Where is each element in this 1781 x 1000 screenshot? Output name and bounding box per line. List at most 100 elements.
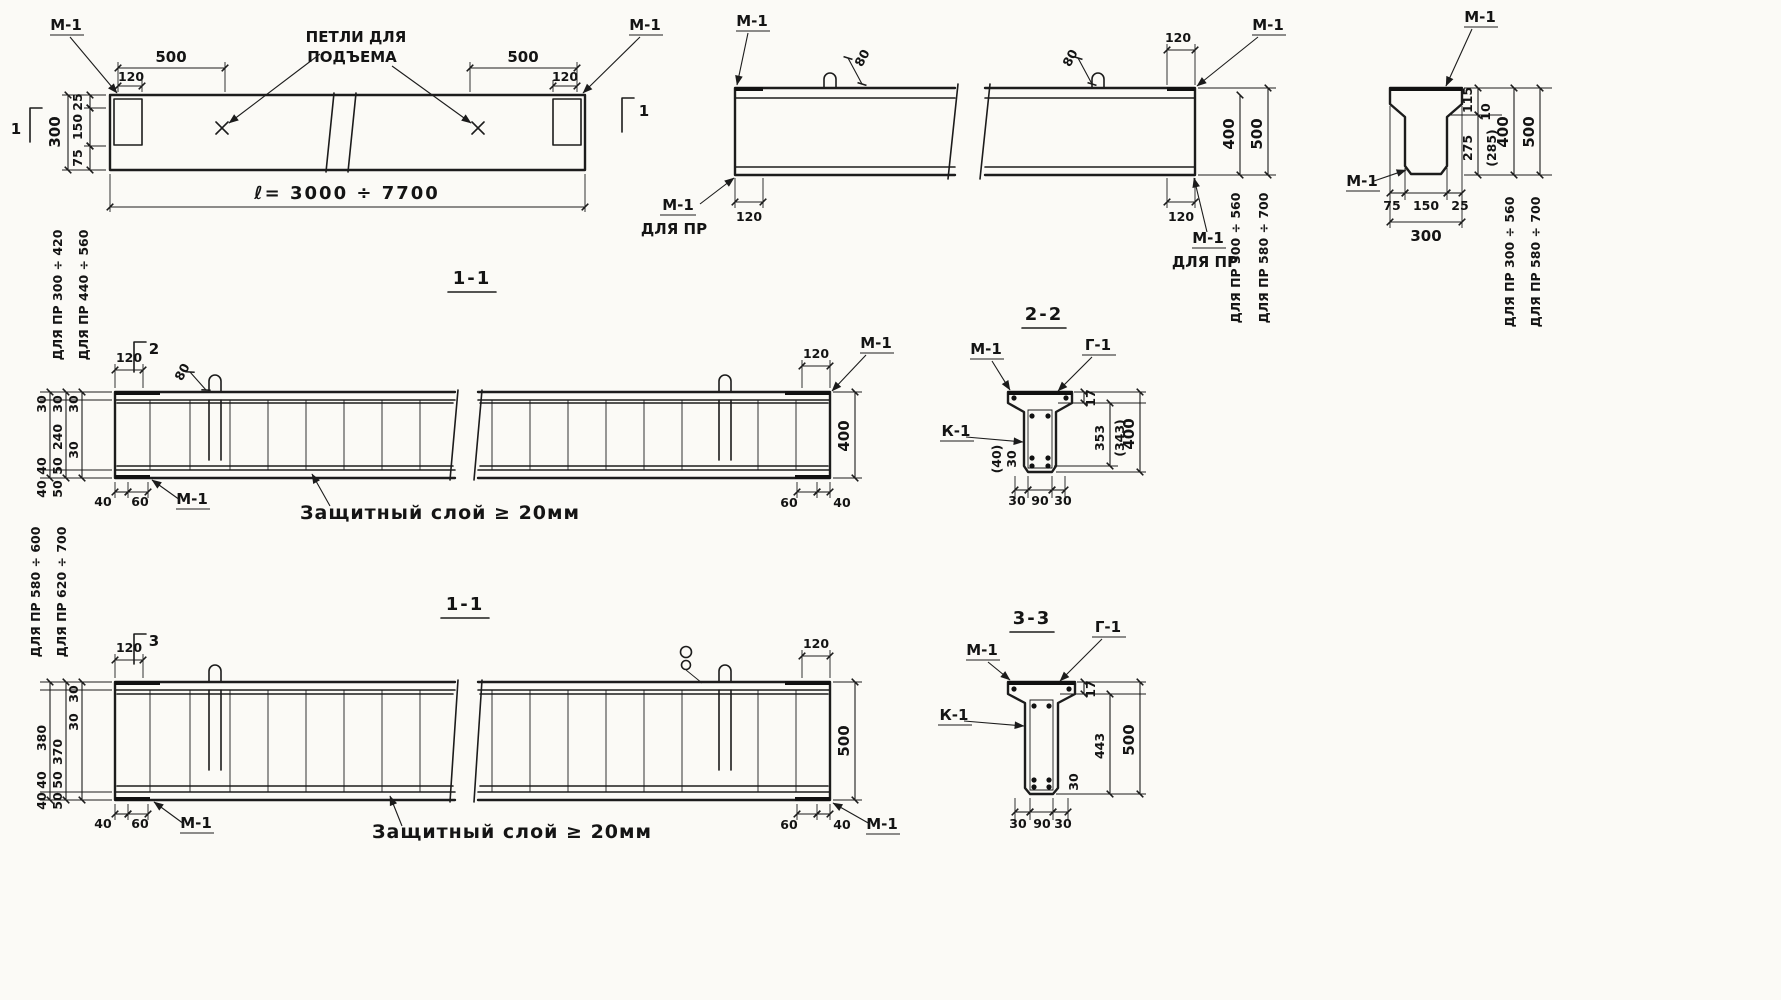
section-marker: 3	[149, 632, 159, 650]
dim-label: ℓ= 3000 ÷ 7700	[253, 183, 440, 204]
dim-label: 120	[116, 640, 142, 655]
section-1-1-top: 1-1 ДЛЯ ПР 300 ÷ 420 ДЛЯ ПР 440 ÷ 560 2 …	[34, 229, 894, 524]
part-label: М-1	[180, 814, 212, 832]
dim-label: 40	[34, 771, 49, 789]
dim-label: 75	[1383, 198, 1400, 213]
part-label: М-1	[1346, 172, 1378, 190]
range-label: ДЛЯ ПР 440 ÷ 560	[76, 229, 91, 360]
dim-label: 443	[1092, 733, 1107, 759]
range-label: ДЛЯ ПР 300 ÷ 560	[1228, 192, 1243, 323]
dim-label: 60	[131, 816, 149, 831]
range-label: ДЛЯ ПР 300 ÷ 560	[1502, 196, 1517, 327]
elevation-view: М-1 М-1 80 80 120 120 М-1 ДЛЯ ПР 120 М-1…	[641, 12, 1286, 323]
part-label: М-1	[1464, 8, 1496, 26]
dim-label: 30	[1054, 816, 1072, 831]
part-label: М-1	[966, 641, 998, 659]
dim-label: 80	[171, 360, 193, 383]
dim-label: (40)	[989, 445, 1004, 474]
part-label: К-1	[942, 422, 971, 440]
note-label: ПОДЪЕМА	[307, 48, 397, 66]
dim-label: 60	[780, 817, 798, 832]
section-marker: 1	[11, 120, 21, 138]
dim-label: 500	[1520, 116, 1538, 147]
section-title: 2-2	[1025, 304, 1064, 325]
dim-label: 60	[131, 494, 149, 509]
dim-label: 380	[34, 725, 49, 751]
dim-label: 120	[736, 209, 762, 224]
dim-label: 40	[34, 480, 49, 498]
section-marker: 1	[639, 102, 649, 120]
dim-label: 30	[66, 685, 81, 703]
part-label: Г-1	[1095, 618, 1121, 636]
dim-label: 10	[1478, 103, 1493, 121]
range-label: ДЛЯ ПР 580 ÷ 700	[1528, 196, 1543, 327]
range-label: ДЛЯ ПР 580 ÷ 600	[28, 526, 43, 657]
dim-label: 240	[50, 424, 65, 450]
dim-label: 40	[94, 816, 112, 831]
range-label: ДЛЯ ПР 300 ÷ 420	[50, 229, 65, 360]
part-label: К-1	[940, 706, 969, 724]
dim-label: 50	[50, 457, 65, 475]
dim-label: (285)	[1484, 129, 1499, 167]
dim-label: 275	[1460, 135, 1475, 161]
dim-label: 30	[66, 713, 81, 731]
dim-label: 25	[1451, 198, 1468, 213]
dim-label: 370	[50, 739, 65, 765]
note-label: ПЕТЛИ ДЛЯ	[306, 28, 407, 46]
dim-label: 17	[1083, 680, 1098, 697]
dim-label: 60	[780, 495, 798, 510]
dim-label: 30	[1066, 773, 1081, 791]
section-3-3: 3-3 М-1 Г-1 К-1 17 443 500 30 30 90 30	[938, 608, 1146, 831]
dim-label: 25	[70, 93, 85, 110]
dim-label: 30	[1008, 493, 1026, 508]
dim-label: 120	[1165, 30, 1191, 45]
dim-label: 40	[34, 457, 49, 475]
dim-label: 400	[1220, 118, 1238, 149]
dim-label: 115	[1460, 87, 1475, 113]
part-label: М-1	[176, 490, 208, 508]
dim-label: 50	[50, 480, 65, 498]
part-label: М-1	[736, 12, 768, 30]
range-label: ДЛЯ ПР 620 ÷ 700	[54, 526, 69, 657]
dim-label: 500	[1248, 118, 1266, 149]
dim-label: 120	[116, 350, 142, 365]
part-label: ДЛЯ ПР	[641, 220, 707, 238]
plan-view: 500 120 500 120 М-1 М-1 ПЕТЛИ ДЛЯ ПОДЪЕМ…	[11, 16, 663, 212]
part-label: М-1	[662, 196, 694, 214]
dim-label: 400	[1494, 116, 1512, 147]
dim-label: 40	[94, 494, 112, 509]
dim-label: 300	[46, 116, 64, 147]
dim-label: 80	[1059, 46, 1081, 69]
dim-label: 50	[50, 792, 65, 810]
dim-label: 500	[1120, 724, 1138, 755]
dim-label: 500	[835, 725, 853, 756]
section-1-1-bottom: 1-1 ДЛЯ ПР 580 ÷ 600 ДЛЯ ПР 620 ÷ 700 3 …	[28, 526, 900, 843]
part-label: М-1	[629, 16, 661, 34]
dim-label: 30	[34, 395, 49, 413]
dim-label: 30	[1054, 493, 1072, 508]
part-label: ДЛЯ ПР	[1172, 253, 1238, 271]
dim-label: 120	[1168, 209, 1194, 224]
dim-label: 30	[66, 441, 81, 459]
dim-label: 30	[50, 395, 65, 413]
section-title: 1-1	[453, 268, 492, 289]
dim-label: 500	[155, 48, 186, 66]
dim-label: 120	[552, 69, 578, 84]
dim-label: 120	[803, 346, 829, 361]
dim-label: 40	[833, 495, 851, 510]
dim-label: 90	[1033, 816, 1051, 831]
dim-label: 120	[118, 69, 144, 84]
section-2-2: 2-2 М-1 Г-1 К-1 17 353 (343) 400 30 (40)…	[940, 304, 1146, 508]
dim-label: 120	[803, 636, 829, 651]
part-label: М-1	[866, 815, 898, 833]
dim-label: 150	[1413, 198, 1439, 213]
cover-note: Защитный слой ≥ 20мм	[372, 821, 652, 843]
part-label: М-1	[860, 334, 892, 352]
part-label: М-1	[1252, 16, 1284, 34]
section-marker: 2	[149, 340, 159, 358]
dim-label: 353	[1092, 425, 1107, 451]
dim-label: 40	[34, 792, 49, 810]
dim-label: 75	[70, 149, 85, 166]
